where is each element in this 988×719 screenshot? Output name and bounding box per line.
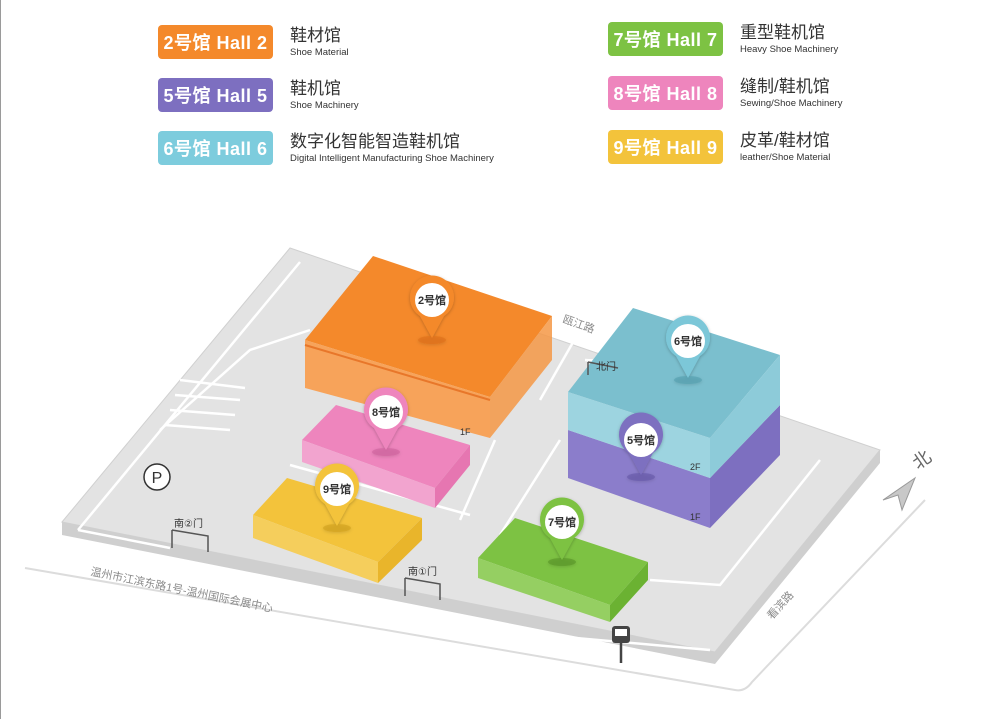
legend-cn-hall7: 重型鞋机馆 [740, 22, 825, 42]
legend-cn-hall5: 鞋机馆 [290, 78, 341, 98]
site-edge [62, 450, 880, 664]
gate-south1: 南①门 [404, 565, 441, 600]
walkways [77, 261, 821, 652]
legend-badge-hall6: 6号馆 Hall 6 [158, 131, 273, 165]
legend-cn-hall9: 皮革/鞋材馆 [740, 130, 830, 150]
pin-hall8[interactable]: 8号馆 [364, 387, 409, 456]
legend-badge-hall9: 9号馆 Hall 9 [608, 130, 723, 164]
legend-item-hall2: 2号馆 Hall 2 鞋材馆 Shoe Material [158, 25, 349, 59]
legend-item-hall6: 6号馆 Hall 6 数字化智能智造鞋机馆 Digital Intelligen… [158, 131, 494, 165]
pin-hall6[interactable]: 6号馆 [666, 315, 711, 384]
pin-hall7-label: 7号馆 [548, 515, 576, 529]
legend-badge-hall5: 5号馆 Hall 5 [158, 78, 273, 112]
hall5-floor-label: 1F [690, 512, 701, 522]
legend-en-hall5: Shoe Machinery [290, 99, 359, 111]
legend-item-hall5: 5号馆 Hall 5 鞋机馆 Shoe Machinery [158, 78, 359, 112]
hall6-floor-label: 2F [690, 462, 701, 472]
frame-border [0, 0, 1, 719]
outer-road-line [24, 499, 926, 692]
legend-badge-hall7: 7号馆 Hall 7 [608, 22, 723, 56]
pin-hall5-label: 5号馆 [627, 433, 655, 447]
pin-hall2-label: 2号馆 [418, 293, 446, 307]
legend-cn-hall2: 鞋材馆 [290, 25, 341, 45]
pin-hall9[interactable]: 9号馆 [314, 463, 359, 532]
hall2-floor-label: 1F [460, 427, 471, 437]
bus-stop-icon [612, 626, 630, 663]
legend-item-hall8: 8号馆 Hall 8 缝制/鞋机馆 Sewing/Shoe Machinery [608, 76, 842, 110]
legend-en-hall9: leather/Shoe Material [740, 151, 831, 163]
legend-badge-hall2: 2号馆 Hall 2 [158, 25, 273, 59]
gate-south1-label: 南①门 [408, 565, 437, 578]
pin-hall7[interactable]: 7号馆 [540, 497, 585, 566]
legend-badge-hall8: 8号馆 Hall 8 [608, 76, 723, 110]
pin-hall9-label: 9号馆 [323, 482, 351, 496]
parking-marker: P [143, 463, 171, 491]
compass-north: 北 [882, 447, 935, 512]
gate-north: 北门 [587, 360, 619, 375]
legend-en-hall2: Shoe Material [290, 46, 349, 58]
legend-en-hall7: Heavy Shoe Machinery [740, 43, 839, 55]
pin-hall8-label: 8号馆 [372, 405, 400, 419]
legend-en-hall6: Digital Intelligent Manufacturing Shoe M… [290, 152, 494, 164]
gate-south2-label: 南②门 [174, 517, 203, 530]
compass-label: 北 [909, 447, 935, 474]
gate-north-label: 北门 [596, 360, 616, 373]
legend-cn-hall8: 缝制/鞋机馆 [740, 76, 830, 96]
pin-hall2[interactable]: 2号馆 [410, 275, 455, 344]
pin-hall6-label: 6号馆 [674, 334, 702, 348]
legend-item-hall9: 9号馆 Hall 9 皮革/鞋材馆 leather/Shoe Material [608, 130, 830, 164]
pin-hall5[interactable]: 5号馆 [619, 412, 663, 481]
legend-en-hall8: Sewing/Shoe Machinery [740, 97, 843, 109]
road-label-main: 温州市江滨东路1号-温州国际会展中心 [89, 564, 274, 615]
legend-cn-hall6: 数字化智能智造鞋机馆 [290, 131, 460, 151]
parking-label: P [152, 470, 163, 487]
gate-south2: 南②门 [171, 517, 209, 552]
legend-item-hall7: 7号馆 Hall 7 重型鞋机馆 Heavy Shoe Machinery [608, 22, 838, 56]
